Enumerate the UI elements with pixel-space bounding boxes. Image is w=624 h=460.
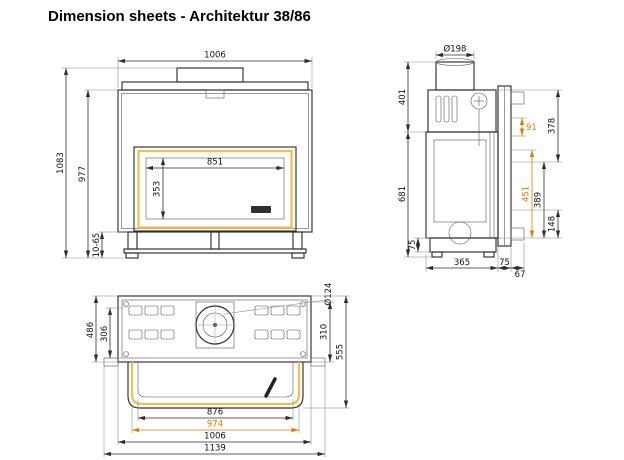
dim-label-side-top-zone: 378 bbox=[548, 118, 558, 134]
dim-label-side-mid-zone: 389 bbox=[534, 192, 544, 208]
dim-front-top-width: 1006 bbox=[117, 51, 313, 88]
dim-label-front-foot-range: 10-65 bbox=[92, 233, 102, 258]
dim-label-side-frame-depth: 75 bbox=[499, 258, 510, 268]
wall-bracket bbox=[510, 227, 525, 241]
dim-label-front-glass-width: 851 bbox=[207, 158, 223, 168]
dim-label-plan-glass-width: 876 bbox=[207, 408, 223, 418]
corner-screw bbox=[123, 351, 129, 357]
dim-label-side-flue-diameter: Ø198 bbox=[444, 44, 467, 55]
plan-flue-box bbox=[194, 301, 236, 349]
dim-plan-outer-depth: 486 bbox=[86, 295, 118, 363]
side-flue-pipe bbox=[435, 58, 475, 91]
corner-screw bbox=[300, 301, 306, 307]
dim-side-accent-offset: 91 bbox=[511, 117, 537, 137]
dim-plan-frame-width: 974 bbox=[131, 406, 300, 433]
side-view: Ø198 401 681 378 bbox=[398, 44, 562, 280]
dim-label-side-lower-zone: 148 bbox=[548, 216, 558, 232]
dim-label-side-lower-height: 681 bbox=[398, 186, 408, 202]
front-frame-accent bbox=[130, 362, 301, 406]
dim-label-plan-overall-width: 1139 bbox=[204, 444, 226, 454]
dim-label-plan-inner-depth: 306 bbox=[100, 326, 110, 342]
air-duct-circle bbox=[448, 221, 472, 245]
dim-label-plan-air-diameter: Ø124 bbox=[323, 283, 334, 306]
front-hood bbox=[121, 67, 309, 91]
dim-label-side-accent-height: 451 bbox=[522, 186, 532, 202]
dim-side-accent-height: 451 bbox=[498, 149, 562, 239]
corner-screw bbox=[300, 351, 306, 357]
dim-plan-glass-width: 876 bbox=[137, 399, 294, 421]
dim-side-lower-height: 681 bbox=[398, 132, 432, 258]
glass-pane bbox=[145, 157, 285, 220]
dim-front-overall-height: 1083 bbox=[56, 67, 177, 259]
dim-plan-inner-depth: 306 bbox=[100, 307, 122, 359]
dim-label-side-body-depth: 365 bbox=[454, 258, 470, 268]
dim-side-mid-zone: 389 bbox=[534, 162, 547, 238]
logo-plate bbox=[251, 206, 271, 213]
plan-vents-left bbox=[128, 305, 175, 340]
dim-label-front-overall-height: 1083 bbox=[56, 152, 66, 174]
side-mounting-frame bbox=[497, 85, 525, 247]
dim-plan-body-depth: 310 bbox=[307, 301, 334, 363]
dim-front-foot-range: 10-65 bbox=[92, 231, 128, 258]
wall-bracket bbox=[510, 91, 525, 105]
dim-side-flue-diameter: Ø198 bbox=[435, 44, 475, 59]
dim-label-front-glass-height: 353 bbox=[153, 181, 163, 197]
dim-label-plan-total-depth: 555 bbox=[336, 344, 346, 360]
corner-screw bbox=[123, 301, 129, 307]
page-title: Dimension sheets - Architektur 38/86 bbox=[48, 8, 311, 25]
side-upper-chamber bbox=[427, 89, 497, 146]
glass-frame-accent bbox=[137, 149, 293, 229]
dim-side-upper-height: 401 bbox=[398, 61, 436, 133]
front-door bbox=[133, 146, 297, 232]
dim-front-body-height: 977 bbox=[78, 89, 118, 258]
front-base bbox=[123, 231, 307, 259]
door-handle bbox=[264, 377, 277, 398]
dim-plan-overall-width: 1139 bbox=[103, 366, 326, 457]
dim-label-side-upper-height: 401 bbox=[398, 89, 408, 105]
plan-view: Ø124 486 306 310 bbox=[86, 283, 350, 457]
dim-label-plan-body-depth: 310 bbox=[320, 324, 330, 340]
adjustable-foot bbox=[291, 252, 305, 259]
front-vent-slot bbox=[205, 89, 225, 99]
adjustable-foot bbox=[125, 252, 139, 259]
dim-label-front-body-height: 977 bbox=[78, 166, 88, 182]
plan-front-door bbox=[127, 362, 304, 409]
dim-side-depths: 365 75 67 bbox=[425, 242, 526, 280]
dim-label-side-front-depth: 67 bbox=[515, 270, 526, 280]
dim-label-plan-frame-width: 974 bbox=[207, 420, 223, 430]
dim-plan-air-diameter: Ø124 bbox=[223, 283, 334, 315]
front-view: 1006 1083 977 10-65 851 bbox=[56, 51, 313, 259]
dim-plan-total-depth: 555 bbox=[303, 295, 350, 409]
dim-side-lower-zone: 148 bbox=[511, 209, 562, 238]
dim-plan-body-width: 1006 bbox=[117, 364, 312, 445]
dim-label-side-base-height: 75 bbox=[408, 240, 418, 251]
side-base bbox=[429, 221, 497, 258]
plan-body bbox=[103, 295, 326, 367]
dim-label-side-accent-offset: 91 bbox=[526, 123, 537, 133]
dim-label-plan-body-width: 1006 bbox=[204, 432, 226, 442]
dim-front-glass-width: 851 bbox=[146, 158, 284, 171]
dim-label-plan-outer-depth: 486 bbox=[86, 322, 96, 338]
plan-vents-right bbox=[254, 305, 301, 340]
dim-label-front-top-width: 1006 bbox=[204, 51, 226, 61]
dim-side-base-height: 75 bbox=[408, 237, 432, 253]
dim-side-top-zone: 378 bbox=[496, 89, 562, 163]
dim-front-glass-height: 353 bbox=[153, 158, 166, 219]
